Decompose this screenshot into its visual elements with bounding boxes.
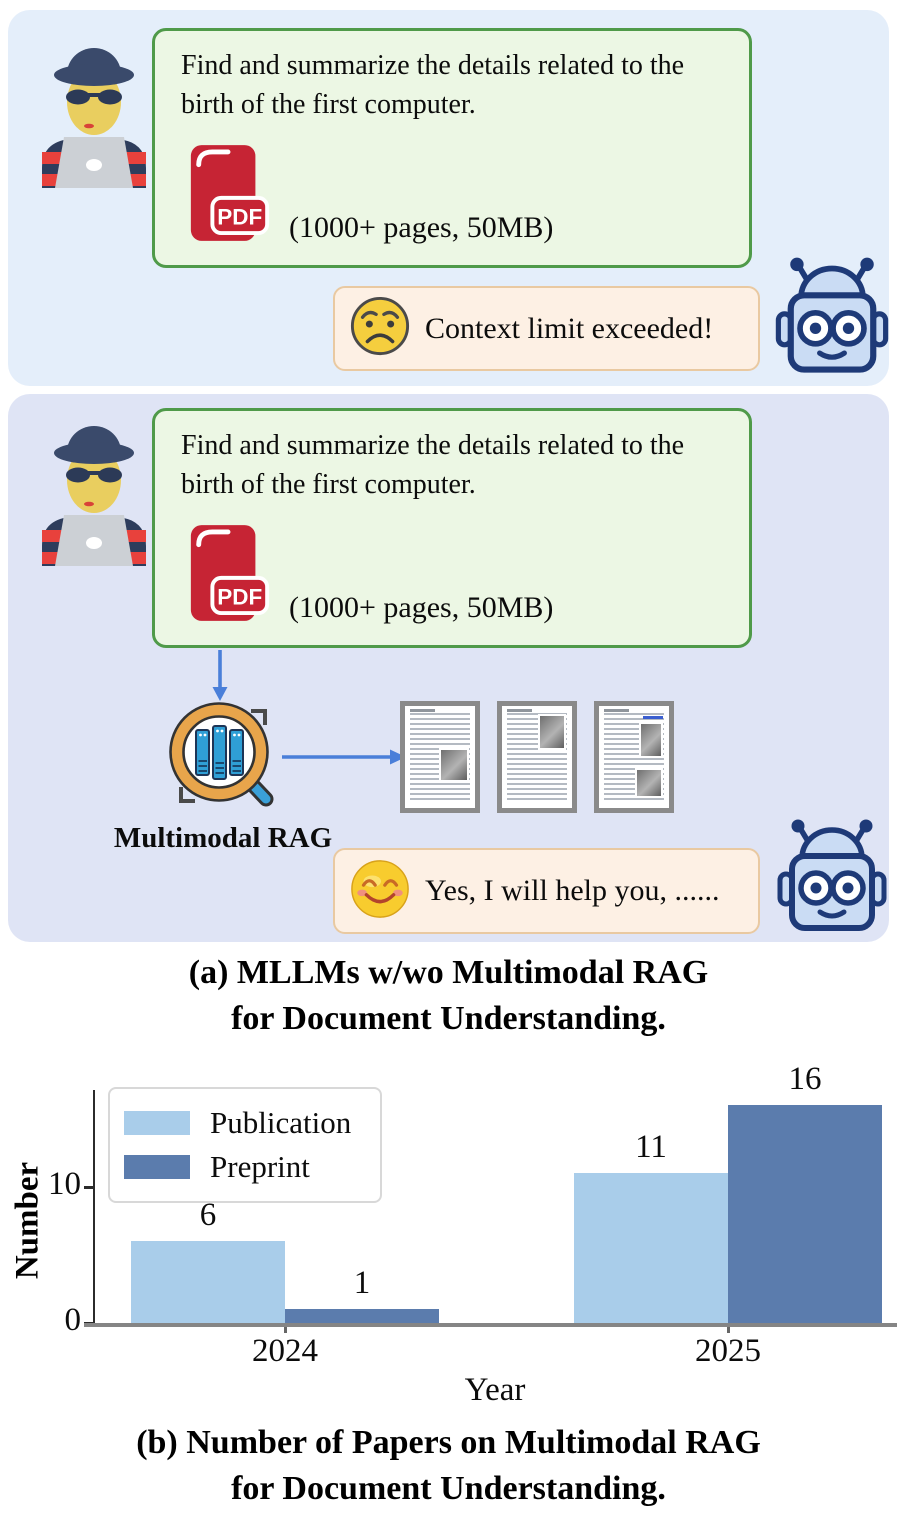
pdf-note: (1000+ pages, 50MB) bbox=[289, 591, 554, 624]
legend-label: Publication bbox=[210, 1105, 352, 1140]
caption-a: (a) MLLMs w/wo Multimodal RAG for Docume… bbox=[0, 950, 897, 1041]
y-tick-mark bbox=[84, 1186, 93, 1189]
legend-entry-publication: Publication bbox=[124, 1101, 366, 1145]
user-hacker-icon bbox=[28, 414, 160, 571]
document-thumbnail bbox=[400, 701, 480, 813]
pdf-label: PDF bbox=[217, 204, 262, 229]
bar-value-label: 1 bbox=[353, 1265, 371, 1301]
multimodal-rag-retriever-icon bbox=[163, 697, 285, 822]
bar-value-label: 16 bbox=[788, 1061, 822, 1097]
caption-b: (b) Number of Papers on Multimodal RAG f… bbox=[0, 1420, 897, 1511]
legend-entry-preprint: Preprint bbox=[124, 1145, 366, 1189]
happy-emoji-icon bbox=[349, 858, 411, 925]
response-text: Yes, I will help you, ...... bbox=[425, 874, 720, 907]
multimodal-rag-label: Multimodal RAG bbox=[113, 822, 333, 854]
legend-label: Preprint bbox=[210, 1149, 310, 1184]
arrow-right-icon bbox=[282, 744, 408, 775]
bar-2025-preprint bbox=[728, 1105, 882, 1323]
panel-with-rag: Find and summarize the details related t… bbox=[8, 394, 889, 942]
y-axis-title: Number bbox=[9, 1161, 46, 1280]
x-tick-label: 2025 bbox=[695, 1333, 761, 1369]
bar-2025-publication bbox=[574, 1173, 728, 1323]
query-text: Find and summarize the details related t… bbox=[181, 430, 685, 500]
papers-bar-chart: 6 1 2024 11 16 2025 0 10 Number Year Publicatio… bbox=[0, 1052, 897, 1420]
query-text: Find and summarize the details related t… bbox=[181, 50, 685, 120]
bar-value-label: 11 bbox=[635, 1129, 667, 1165]
response-text: Context limit exceeded! bbox=[425, 311, 714, 345]
robot-icon bbox=[770, 814, 894, 947]
x-axis-spine bbox=[84, 1323, 897, 1327]
caption-a-line2: for Document Understanding. bbox=[231, 999, 666, 1037]
document-thumbnail bbox=[594, 701, 674, 813]
legend-swatch bbox=[124, 1111, 190, 1135]
legend-swatch bbox=[124, 1155, 190, 1179]
response-box-success: Yes, I will help you, ...... bbox=[333, 848, 760, 934]
robot-icon bbox=[770, 252, 894, 389]
document-thumbnail bbox=[497, 701, 577, 813]
pdf-note: (1000+ pages, 50MB) bbox=[289, 211, 554, 244]
query-box: Find and summarize the details related t… bbox=[152, 408, 752, 648]
caption-a-line1: (a) MLLMs w/wo Multimodal RAG bbox=[188, 954, 709, 991]
bar-2024-preprint bbox=[285, 1309, 439, 1323]
sad-emoji-icon bbox=[349, 295, 411, 362]
y-tick-label: 10 bbox=[48, 1166, 81, 1202]
y-axis-spine bbox=[93, 1090, 95, 1325]
query-box: Find and summarize the details related t… bbox=[152, 28, 752, 268]
user-hacker-icon bbox=[28, 36, 160, 193]
response-box-error: Context limit exceeded! bbox=[333, 286, 760, 371]
y-tick-label: 0 bbox=[64, 1302, 82, 1338]
x-axis-title: Year bbox=[464, 1372, 526, 1408]
caption-b-line1: (b) Number of Papers on Multimodal RAG bbox=[136, 1424, 761, 1461]
panel-without-rag: Find and summarize the details related t… bbox=[8, 10, 889, 386]
caption-b-line2: for Document Understanding. bbox=[231, 1469, 666, 1507]
bar-2024-publication bbox=[131, 1241, 285, 1323]
bar-value-label: 6 bbox=[199, 1197, 217, 1233]
bar-chart-plot: 6 1 2024 11 16 2025 0 10 bbox=[0, 1052, 897, 1420]
x-tick-mark bbox=[727, 1325, 730, 1333]
x-tick-label: 2024 bbox=[252, 1333, 318, 1369]
x-tick-mark bbox=[284, 1325, 287, 1333]
retrieved-pages bbox=[400, 701, 674, 813]
pdf-file-icon: PDF bbox=[185, 518, 273, 633]
arrow-down-icon bbox=[208, 650, 232, 707]
pdf-label: PDF bbox=[217, 584, 262, 609]
pdf-file-icon: PDF bbox=[185, 138, 273, 253]
